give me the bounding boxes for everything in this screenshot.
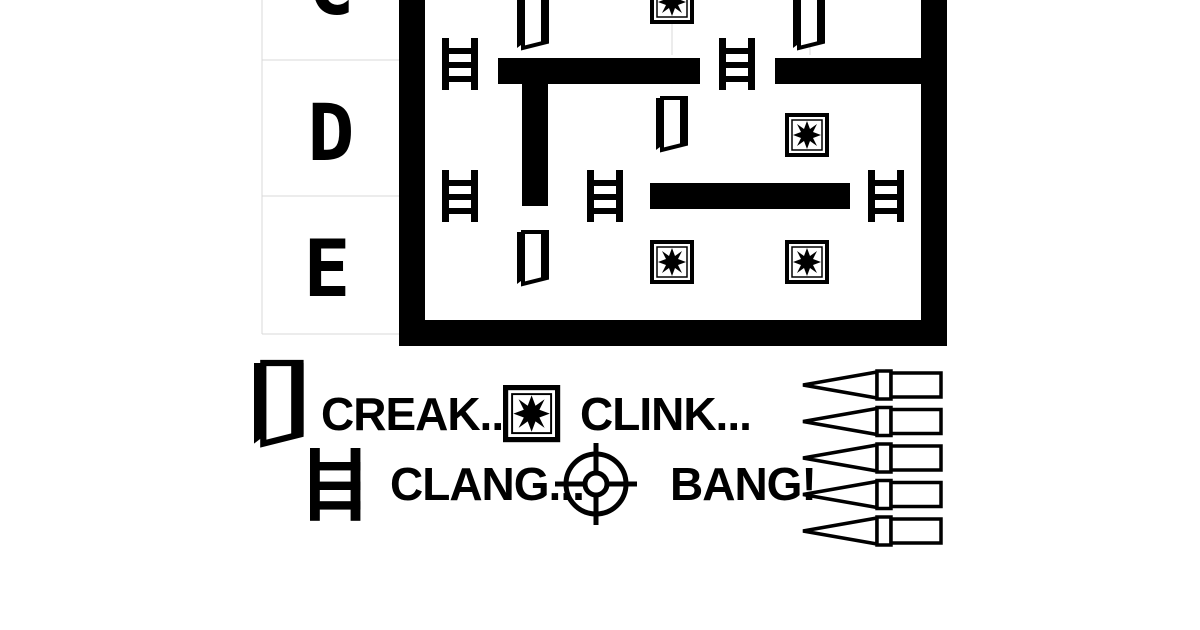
door-legend-text: CREAK... [321, 388, 515, 440]
ladder-legend-text: CLANG... [390, 458, 584, 510]
trap-legend-text: CLINK... [580, 388, 751, 440]
ladder-icon [310, 448, 361, 521]
bullet-icon [802, 478, 943, 511]
row-label-e: E [304, 225, 351, 315]
bullet-icon [802, 369, 943, 401]
bullet-icon [802, 515, 943, 547]
bullet-icon [802, 405, 943, 438]
legend: CREAK... CLINK... CLANG... BANG! [254, 363, 817, 525]
maze-walls [399, 0, 947, 346]
spiked-trap-icon [506, 388, 558, 440]
row-label-c: C [308, 0, 355, 33]
crosshair-icon [555, 443, 637, 525]
bullet-icon [802, 442, 943, 474]
door-icon [254, 363, 304, 444]
row-label-d: D [308, 89, 355, 179]
target-legend-text: BANG! [670, 458, 816, 510]
ammo-counter [802, 369, 943, 547]
